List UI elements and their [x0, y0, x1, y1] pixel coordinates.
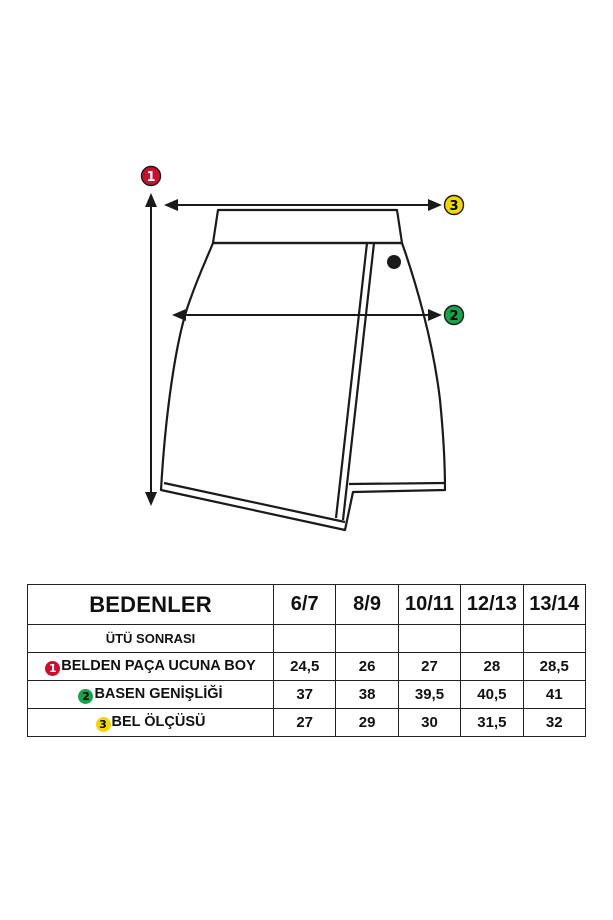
marker-3-badge: 3	[95, 716, 111, 732]
hem-right	[348, 481, 447, 486]
table-subheader-row: ÜTÜ SONRASI	[27, 624, 586, 653]
marker-2: 2	[443, 304, 465, 326]
skirt-body	[159, 241, 447, 532]
length-arrow-head-bottom	[145, 492, 157, 506]
marker-1-label: 1	[146, 170, 155, 185]
length-arrow-head-top	[145, 193, 157, 207]
skirt-outline	[159, 208, 447, 532]
table-cell: 39,5	[397, 680, 462, 709]
marker-3: 3	[443, 194, 465, 216]
wrap-flap-edge-inner	[334, 242, 369, 519]
measurement-lines	[145, 193, 442, 506]
marker-3-label: 3	[449, 199, 458, 214]
waist-arrow-head-right	[428, 199, 442, 211]
table-cell: 28	[460, 652, 524, 681]
table-cell: 37	[272, 680, 337, 709]
row-label: BASEN GENİŞLİĞİ	[94, 685, 223, 702]
table-title: BEDENLER	[27, 584, 274, 625]
waistband	[211, 208, 404, 245]
skirt-measurement-diagram: 1 3 2	[140, 165, 465, 532]
waist-arrow-head-left	[164, 199, 178, 211]
row-label: BEL ÖLÇÜSÜ	[111, 713, 206, 730]
marker-1-badge: 1	[45, 660, 61, 676]
hip-arrow-head-left	[172, 309, 186, 321]
marker-2-badge: 2	[78, 688, 94, 704]
marker-1: 1	[140, 165, 162, 187]
table-cell: 30	[397, 708, 462, 737]
table-cell: 27	[397, 652, 462, 681]
table-cell: 29	[335, 708, 399, 737]
size-header: 8/9	[335, 584, 399, 625]
table-cell: 24,5	[272, 652, 337, 681]
table-cell: 31,5	[460, 708, 524, 737]
size-header: 6/7	[272, 584, 337, 625]
button-dot	[387, 255, 401, 269]
table-header-row: BEDENLER 6/7 8/9 10/11 12/13 13/14	[27, 584, 586, 625]
table-cell: 27	[272, 708, 337, 737]
table-cell: 26	[335, 652, 399, 681]
table-cell: 40,5	[460, 680, 524, 709]
table-cell: 28,5	[522, 652, 586, 681]
size-header: 10/11	[397, 584, 462, 625]
table-cell: 41	[522, 680, 586, 709]
marker-2-label: 2	[449, 309, 458, 324]
size-chart-table: BEDENLER 6/7 8/9 10/11 12/13 13/14 ÜTÜ S…	[27, 584, 586, 737]
table-cell: 38	[335, 680, 399, 709]
hem-left	[163, 481, 346, 524]
row-label: BELDEN PAÇA UCUNA BOY	[61, 657, 256, 674]
subheader-label: ÜTÜ SONRASI	[27, 624, 274, 653]
wrap-flap-edge	[341, 242, 376, 521]
size-header: 13/14	[522, 584, 586, 625]
size-header: 12/13	[460, 584, 524, 625]
table-cell: 32	[522, 708, 586, 737]
hip-arrow-head-right	[428, 309, 442, 321]
